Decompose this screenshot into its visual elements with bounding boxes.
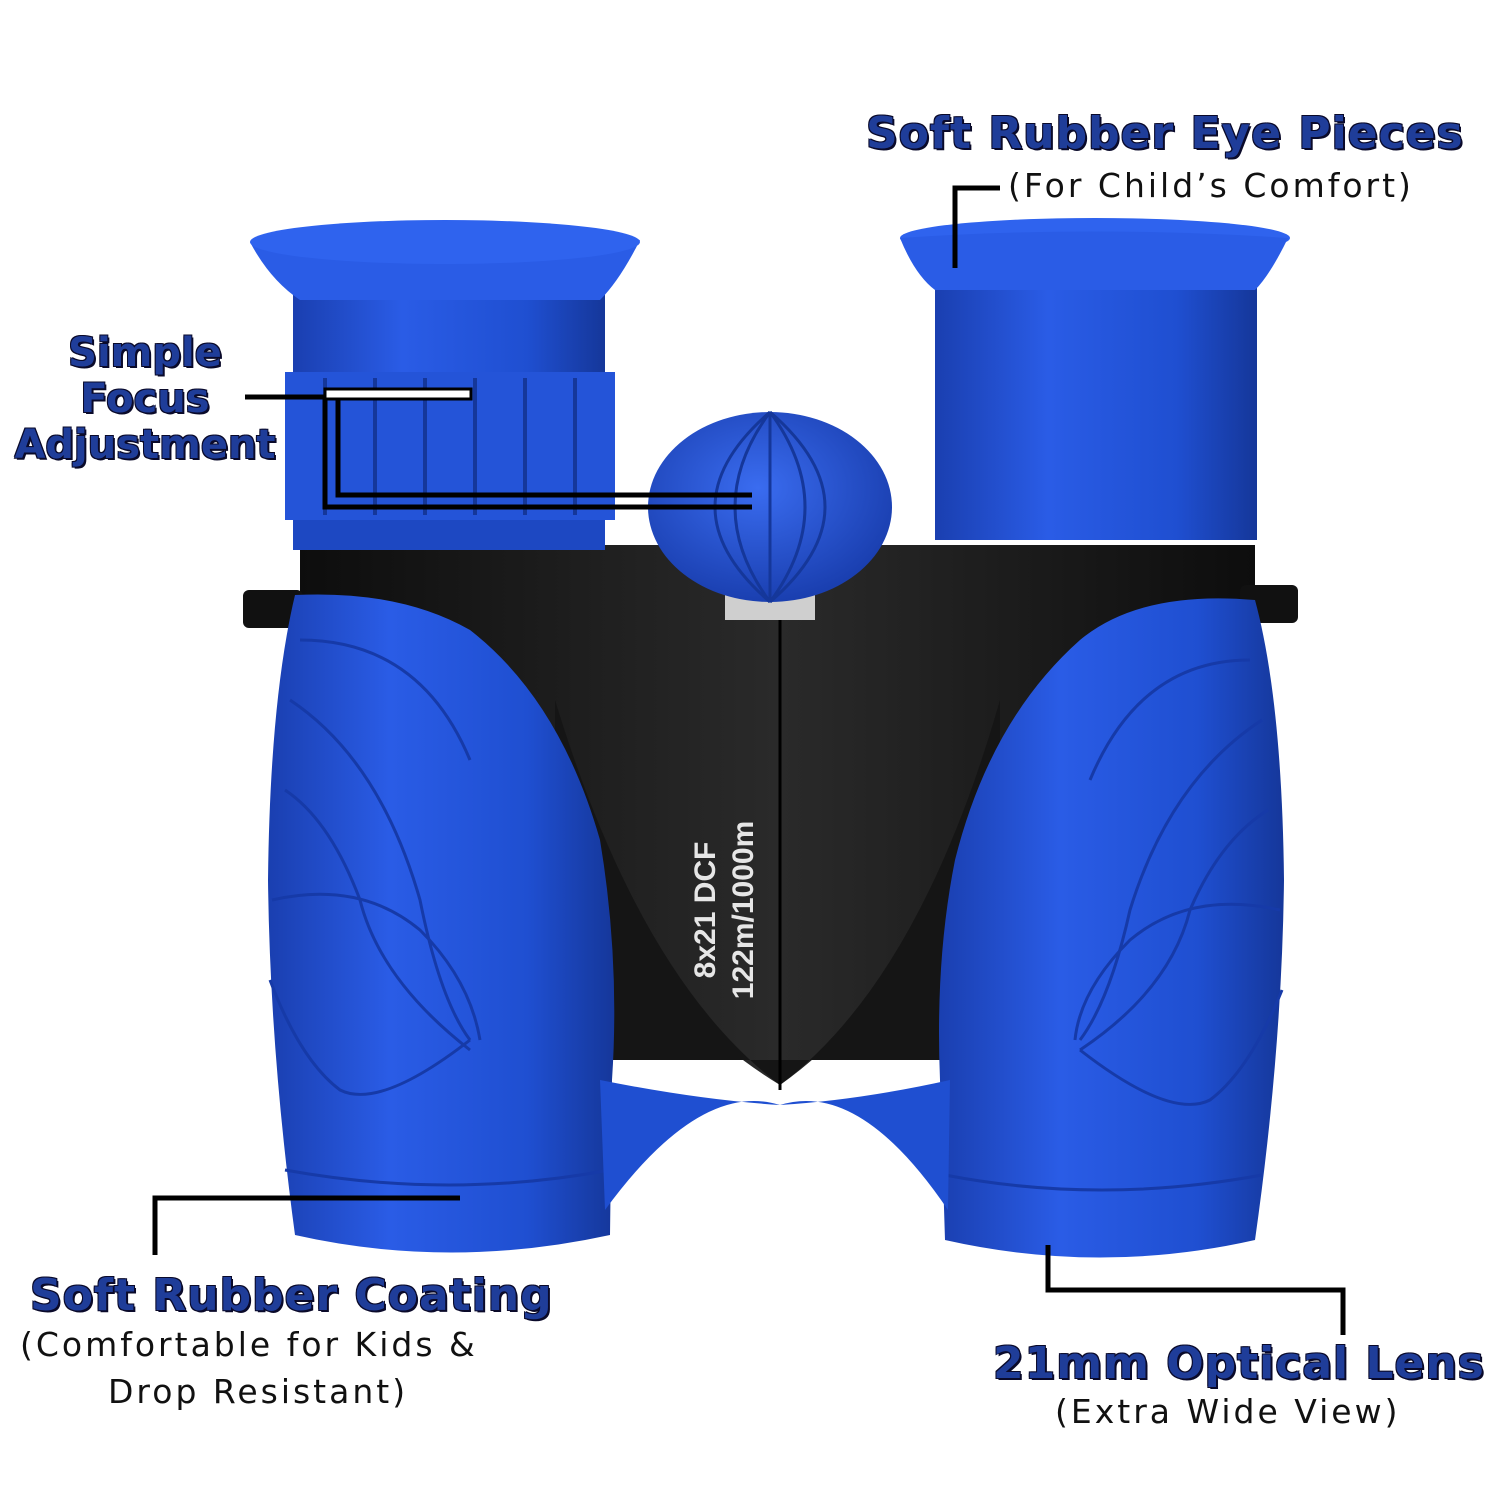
eye-pieces-title: Soft Rubber Eye Pieces bbox=[866, 108, 1464, 159]
eye-pieces-subtitle: (For Child’s Comfort) bbox=[1008, 166, 1414, 205]
focus-label: Simple Focus Adjustment bbox=[0, 330, 290, 468]
focus-label-line2: Focus bbox=[80, 376, 210, 422]
lens-subtitle: (Extra Wide View) bbox=[1055, 1392, 1401, 1431]
left-barrel bbox=[268, 594, 615, 1253]
bridge-lower bbox=[555, 700, 1000, 1085]
coating-subtitle-line2: Drop Resistant) bbox=[108, 1372, 409, 1411]
bridge-body bbox=[300, 545, 1255, 1085]
bottom-bridge bbox=[600, 1080, 950, 1210]
focus-label-line3: Adjustment bbox=[14, 422, 276, 468]
eyepiece-pointer-line bbox=[952, 185, 1000, 268]
model-label-line1: 8x21 DCF bbox=[689, 842, 722, 979]
focus-pointer-line-inner bbox=[335, 397, 752, 498]
model-label-group: 8x21 DCF 122m/1000m bbox=[689, 821, 760, 999]
coating-title: Soft Rubber Coating bbox=[30, 1270, 553, 1321]
left-eyepiece bbox=[250, 220, 640, 550]
coating-pointer-line bbox=[152, 1195, 460, 1255]
focus-pointer-line-lower bbox=[322, 397, 752, 510]
model-label-line2: 122m/1000m bbox=[727, 821, 760, 999]
right-eyepiece bbox=[900, 218, 1290, 540]
focus-label-line1: Simple bbox=[68, 330, 222, 376]
focus-knob bbox=[648, 410, 892, 620]
left-strap-lug bbox=[243, 590, 303, 628]
lens-title: 21mm Optical Lens bbox=[993, 1338, 1485, 1389]
coating-subtitle-line1: (Comfortable for Kids & bbox=[20, 1325, 478, 1364]
right-barrel bbox=[939, 598, 1284, 1258]
lens-pointer-line bbox=[1045, 1245, 1346, 1335]
focus-pointer-highlight bbox=[323, 387, 473, 401]
